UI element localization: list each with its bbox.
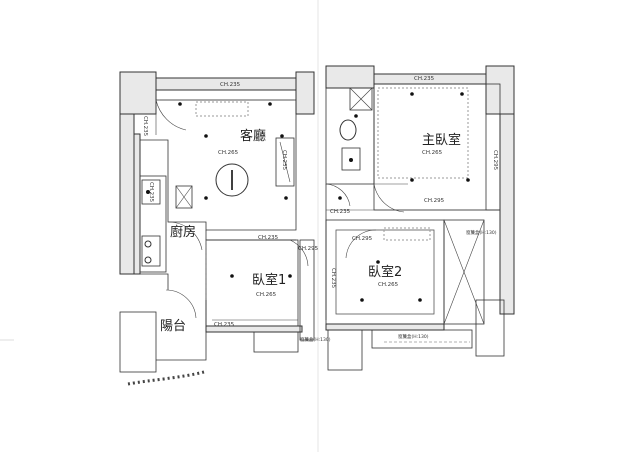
right-unit [325, 65, 515, 371]
ch-label: CH.235 [330, 268, 336, 289]
ch-label: CH.235 [330, 209, 351, 215]
bedroom2-bottom-wall [325, 323, 445, 331]
wall-kitchen [133, 133, 141, 275]
tv-cabinet [275, 137, 295, 187]
wall-right [499, 113, 515, 315]
light-point [268, 102, 272, 106]
ch-label: CH.235 [414, 76, 435, 82]
kitchen-counter [139, 175, 167, 273]
column-top-right [295, 71, 315, 115]
ch-label: CH.295 [352, 236, 373, 242]
light-point [204, 196, 208, 200]
stove [141, 235, 161, 267]
light-point [284, 196, 288, 200]
sink [141, 179, 161, 205]
void-cross [443, 219, 485, 325]
ch-label: CH.265 [378, 282, 399, 288]
light-point [466, 178, 470, 182]
burner-icon [144, 240, 152, 248]
bay-window-bottom [371, 329, 473, 349]
light-point [376, 260, 380, 264]
ch-label: CH.295 [298, 246, 319, 252]
light-point [410, 92, 414, 96]
light-point [178, 102, 182, 106]
ch-label: CH.265 [256, 292, 277, 298]
left-unit [119, 71, 315, 386]
door-arc-bed1 [289, 239, 309, 267]
balcony-railing [127, 370, 205, 386]
sink-drain-icon [146, 190, 150, 194]
balcony-outline [156, 300, 207, 361]
light-point [338, 196, 342, 200]
light-point [230, 274, 234, 278]
toilet [339, 119, 357, 141]
door-arc-bath [325, 183, 351, 207]
basin-drain-icon [349, 158, 353, 162]
light-point [288, 274, 292, 278]
note-curtain-box: 窗簾盒(H:130) [466, 229, 497, 236]
column-top-right-page [325, 65, 375, 89]
room-label-balcony: 陽台 [160, 319, 186, 334]
light-point [460, 92, 464, 96]
ch-label: CH.295 [492, 150, 498, 171]
shower-cross [349, 87, 373, 111]
ch-label: CH.235 [142, 116, 148, 137]
note-curtain-box: 窗簾盒(H:130) [398, 333, 429, 340]
light-point [410, 178, 414, 182]
hatched-beam [195, 101, 249, 117]
bedroom2-beam [383, 227, 431, 241]
light-point [354, 114, 358, 118]
light-point [280, 134, 284, 138]
shaft-left [299, 239, 315, 341]
ch-label: CH.235 [220, 82, 241, 88]
tv-cabinet-cross [279, 141, 291, 183]
shower [349, 87, 373, 111]
door-arc-balcony [165, 289, 197, 319]
door-arc-kitchen [167, 221, 203, 251]
ac-ledge [475, 299, 505, 357]
master-ceiling-line [377, 87, 469, 179]
ch-label: CH.235 [258, 235, 279, 241]
light-point [204, 134, 208, 138]
bay-window-left [327, 329, 363, 371]
door-arc-bed2 [345, 229, 377, 259]
balcony-block [119, 311, 157, 373]
room-label-bedroom2: 臥室2 [368, 264, 402, 280]
ch-label: CH.235 [214, 322, 235, 328]
door-arc-master [373, 183, 405, 213]
room-label-living: 客廳 [240, 128, 266, 144]
corridor-wall [205, 230, 296, 241]
void-shaft [443, 219, 485, 325]
column-top-left [119, 71, 157, 115]
ch-label: CH.265 [422, 150, 443, 156]
room-label-master: 主臥室 [422, 132, 461, 148]
living-outline [140, 90, 297, 231]
light-points [178, 92, 470, 302]
note-curtain-box: 窗簾盒(H:130) [300, 336, 331, 343]
fridge [175, 185, 193, 209]
wall-left [119, 113, 135, 275]
room-label-kitchen: 廚房 [170, 224, 196, 240]
bay-window [253, 331, 299, 353]
light-point [360, 298, 364, 302]
door-arc-entry [155, 99, 187, 131]
fridge-cross [175, 185, 193, 209]
balcony-top [120, 273, 169, 290]
burner-icon [144, 256, 152, 264]
washbasin [341, 147, 361, 171]
ch-label: CH.265 [218, 150, 239, 156]
ch-label: CH.235 [148, 182, 154, 203]
room-label-bedroom1: 臥室1 [252, 272, 286, 288]
ch-label: CH.255 [281, 150, 287, 171]
bedroom2-inner [335, 229, 435, 315]
ch-label: CH.295 [424, 198, 445, 204]
light-point [418, 298, 422, 302]
